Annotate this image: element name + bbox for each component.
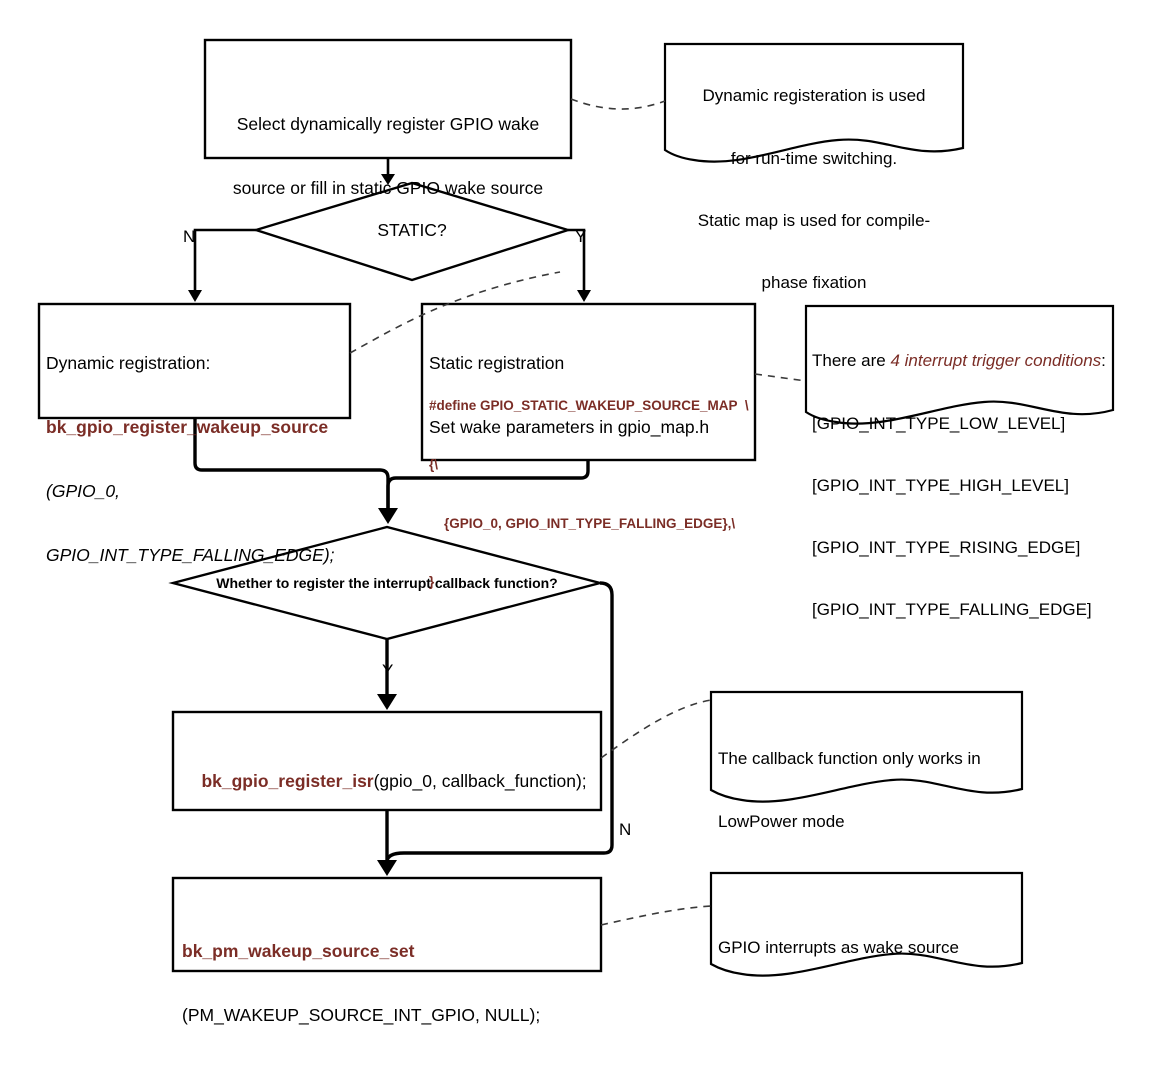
static-box-text: Static registration Set wake parameters … — [429, 310, 759, 481]
decision-static-branch-no: N — [183, 227, 196, 246]
wakeup-box-text: bk_pm_wakeup_source_set (PM_WAKEUP_SOURC… — [182, 898, 602, 1069]
static-box-code-line4: } — [429, 574, 435, 590]
note-wakesource-text: GPIO interrupts as wake source — [718, 897, 1018, 1001]
isr-box-shape[interactable] — [171, 710, 603, 812]
wakeup-box-args: (PM_WAKEUP_SOURCE_INT_GPIO, NULL); — [182, 1004, 541, 1025]
link-isr-to-note-callback — [600, 699, 712, 759]
dynamic-box-shape[interactable] — [37, 302, 352, 420]
start-box-text: Select dynamically register GPIO wake so… — [205, 71, 571, 242]
static-box-code-macro: GPIO_STATIC_WAKEUP_SOURCE_MAP \ — [476, 398, 749, 414]
note-wakesource-shape — [709, 871, 1024, 977]
decision-callback-branch-yes: Y — [382, 661, 394, 680]
note-triggers-colon: : — [1101, 351, 1106, 371]
note-callback-text: The callback function only works in LowP… — [718, 708, 1018, 874]
flowchart-graphics — [37, 38, 1115, 977]
dynamic-box-text: Dynamic registration: bk_gpio_register_w… — [46, 310, 351, 609]
note-triggers-item-0: [GPIO_INT_TYPE_LOW_LEVEL] — [812, 413, 1066, 433]
wakeup-box-fn: bk_pm_wakeup_source_set — [182, 940, 415, 961]
note-callback-shape — [709, 690, 1024, 803]
link-wakeup-to-note-wakesource — [600, 905, 712, 926]
decision-static-branch-yes: Y — [575, 227, 587, 246]
connector-merge-to-callback — [193, 418, 590, 524]
start-box-line2: source or fill in static GPIO wake sourc… — [232, 177, 544, 198]
dynamic-box-arg1: (GPIO_0, — [46, 480, 120, 501]
note-triggers-item-3: [GPIO_INT_TYPE_FALLING_EDGE] — [812, 600, 1092, 620]
dynamic-box-fn: bk_gpio_register_wakeup_source — [46, 416, 329, 437]
note-triggers-lead: There are — [812, 351, 891, 371]
note-callback-line2: LowPower mode — [718, 811, 845, 831]
note-wakesource-line1: GPIO interrupts as wake source — [718, 938, 959, 958]
isr-box-fn: bk_gpio_register_isr — [201, 771, 374, 792]
note-callback-line1: The callback function only works in — [718, 749, 981, 769]
link-static-decision-to-dynamic — [349, 271, 561, 354]
note-triggers-text: There are 4 interrupt trigger conditions… — [812, 310, 1112, 662]
note-registration-line4: phase fixation — [761, 273, 867, 293]
note-triggers-item-2: [GPIO_INT_TYPE_RISING_EDGE] — [812, 538, 1081, 558]
note-registration-shape — [663, 42, 965, 163]
start-box-shape[interactable] — [203, 38, 573, 160]
dynamic-box-arg2: GPIO_INT_TYPE_FALLING_EDGE); — [46, 544, 335, 565]
static-box-line1: Static registration — [429, 352, 565, 373]
note-registration-line2: for run-time switching. — [730, 148, 898, 168]
note-triggers-shape — [804, 304, 1115, 425]
static-box-code-line2: {\ — [429, 456, 439, 472]
connector-callback-yes — [377, 639, 397, 710]
static-box-code-line3: {GPIO_0, GPIO_INT_TYPE_FALLING_EDGE},\ — [429, 515, 736, 531]
decision-static-label: STATIC? — [377, 220, 447, 240]
note-triggers-item-1: [GPIO_INT_TYPE_HIGH_LEVEL] — [812, 475, 1069, 495]
note-triggers-heading: There are 4 interrupt trigger conditions… — [812, 351, 1112, 372]
note-registration-line1: Dynamic registeration is used — [702, 86, 926, 106]
note-triggers-emphasis: 4 interrupt trigger conditions — [890, 351, 1102, 371]
note-registration-text: Dynamic registeration is used for run-ti… — [665, 45, 963, 335]
static-box-code-line1: #define GPIO_STATIC_WAKEUP_SOURCE_MAP \ — [429, 396, 759, 416]
dynamic-box-line1: Dynamic registration: — [46, 352, 211, 373]
note-registration-line3: Static map is used for compile- — [697, 210, 931, 230]
connector-static-yes — [568, 228, 591, 302]
isr-box-text: bk_gpio_register_isr(gpio_0, callback_fu… — [182, 750, 602, 814]
decision-callback-branch-no: N — [619, 820, 632, 839]
static-box-code-keyword: #define — [429, 398, 477, 414]
connector-start-to-static — [381, 158, 395, 185]
wakeup-box-shape[interactable] — [171, 876, 603, 973]
start-box-line1: Select dynamically register GPIO wake — [236, 113, 540, 134]
connector-static-no — [188, 228, 256, 302]
flowchart-canvas: Select dynamically register GPIO wake so… — [37, 38, 1115, 1025]
static-box-shape[interactable] — [420, 302, 757, 462]
static-box-line2: Set wake parameters in gpio_map.h — [429, 416, 710, 437]
link-static-to-note-triggers — [754, 373, 807, 382]
connector-callback-no — [385, 581, 614, 866]
isr-box-args: (gpio_0, callback_function); — [373, 771, 587, 792]
connector-isr-to-wakeup — [377, 810, 397, 876]
decision-callback-label: Whether to register the interrupt callba… — [216, 575, 558, 591]
link-start-to-note-registration — [570, 98, 666, 110]
static-box-code: #define GPIO_STATIC_WAKEUP_SOURCE_MAP \ … — [429, 357, 759, 631]
